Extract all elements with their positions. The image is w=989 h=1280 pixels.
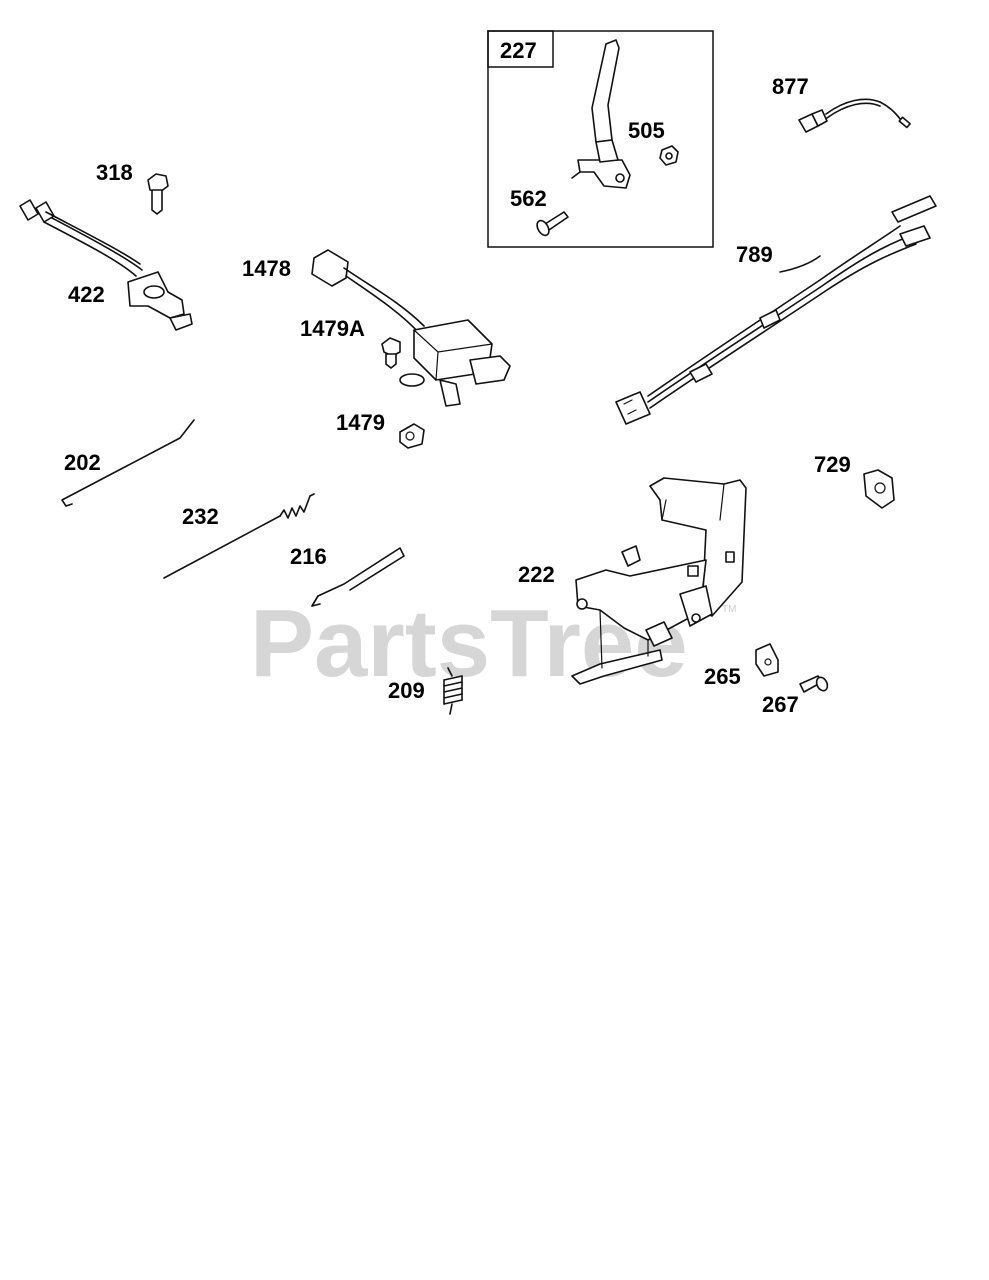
kit-box-227 bbox=[487, 30, 714, 248]
part-1479-screw[interactable] bbox=[399, 423, 425, 449]
callout-877[interactable]: 877 bbox=[772, 74, 809, 99]
callout-227[interactable]: 227 bbox=[500, 38, 537, 63]
callout-222[interactable]: 222 bbox=[518, 562, 555, 587]
callout-232[interactable]: 232 bbox=[182, 504, 219, 529]
part-222-bracket[interactable] bbox=[571, 477, 747, 685]
callout-202[interactable]: 202 bbox=[64, 450, 101, 475]
part-1478-solenoid[interactable] bbox=[311, 249, 511, 407]
part-1479a-screw[interactable] bbox=[381, 337, 401, 369]
callout-422[interactable]: 422 bbox=[68, 282, 105, 307]
part-877-wire-lead[interactable] bbox=[798, 98, 911, 133]
callout-729[interactable]: 729 bbox=[814, 452, 851, 477]
part-209-spring[interactable] bbox=[443, 667, 463, 715]
callout-267[interactable]: 267 bbox=[762, 692, 799, 717]
part-232-spring-link[interactable] bbox=[163, 493, 315, 579]
part-265-nut-plate[interactable] bbox=[755, 643, 779, 677]
callout-1478[interactable]: 1478 bbox=[242, 256, 291, 281]
watermark-trademark: TM bbox=[722, 604, 736, 615]
callout-505[interactable]: 505 bbox=[628, 118, 665, 143]
part-505-nut[interactable] bbox=[659, 145, 679, 166]
part-729-clip[interactable] bbox=[863, 469, 895, 509]
part-216-link[interactable] bbox=[311, 547, 405, 607]
part-318-screw[interactable] bbox=[147, 173, 169, 215]
callout-265[interactable]: 265 bbox=[704, 664, 741, 689]
part-267-screw[interactable] bbox=[799, 675, 829, 693]
callout-209[interactable]: 209 bbox=[388, 678, 425, 703]
part-202-link-rod[interactable] bbox=[61, 419, 195, 507]
part-789-harness[interactable] bbox=[615, 195, 937, 425]
callout-1479[interactable]: 1479 bbox=[336, 410, 385, 435]
callout-562[interactable]: 562 bbox=[510, 186, 547, 211]
part-227-lever[interactable] bbox=[571, 39, 631, 189]
callout-318[interactable]: 318 bbox=[96, 160, 133, 185]
callout-789[interactable]: 789 bbox=[736, 242, 773, 267]
callout-1479a[interactable]: 1479A bbox=[300, 316, 365, 341]
part-422-sensor[interactable] bbox=[19, 199, 193, 331]
callout-216[interactable]: 216 bbox=[290, 544, 327, 569]
part-562-pin[interactable] bbox=[535, 211, 569, 237]
